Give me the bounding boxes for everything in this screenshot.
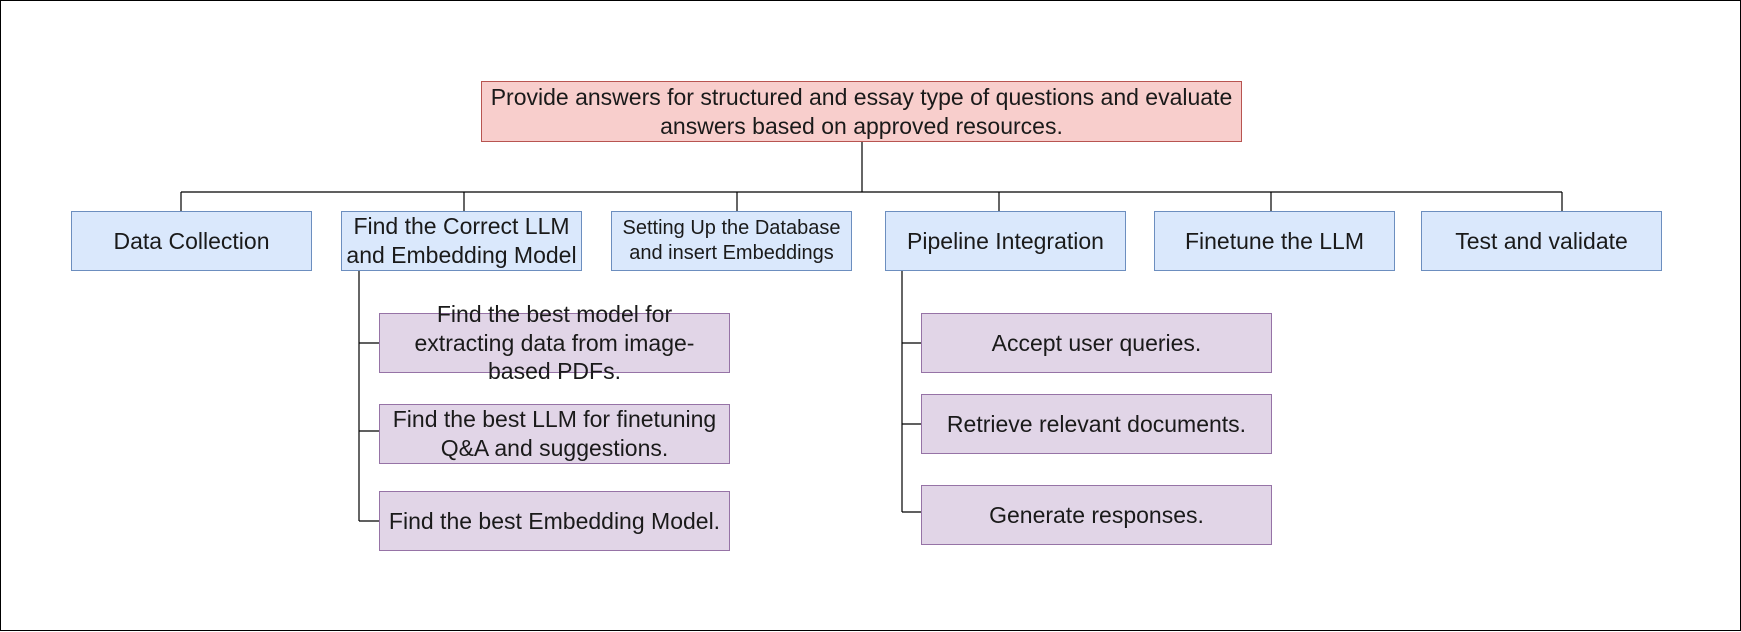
task-test-box: Test and validate [1421,211,1662,271]
model-subtask-label: Find the best LLM for finetuning Q&A and… [392,406,717,461]
task-data-collection-box: Data Collection [71,211,312,271]
pipeline-subtask-box: Accept user queries. [921,313,1272,373]
model-subtask-box: Find the best model for extracting data … [379,301,730,384]
task-pipeline-box: Pipeline Integration [885,211,1126,271]
pipeline-subtask-label: Generate responses. [989,501,1204,528]
pipeline-subtask-box: Generate responses. [921,485,1272,545]
task-database-label: Setting Up the Database and insert Embed… [622,217,841,264]
task-data-collection-label: Data Collection [113,227,270,254]
pipeline-subtask-label: Accept user queries. [991,329,1202,356]
pipeline-subtask-box: Retrieve relevant documents. [921,394,1272,454]
task-finetune-label: Finetune the LLM [1184,227,1364,254]
root-goal-box: Provide answers for structured and essay… [481,81,1242,142]
root-goal-label: Provide answers for structured and essay… [490,83,1233,139]
task-database-box: Setting Up the Database and insert Embed… [611,211,852,271]
task-pipeline-label: Pipeline Integration [907,227,1104,254]
model-subtask-label: Find the best Embedding Model. [388,507,721,534]
task-test-label: Test and validate [1455,227,1628,254]
model-subtask-label: Find the best model for extracting data … [414,300,695,385]
task-find-model-label: Find the Correct LLM and Embedding Model [346,213,577,268]
model-subtask-box: Find the best LLM for finetuning Q&A and… [379,404,730,464]
pipeline-subtask-label: Retrieve relevant documents. [946,410,1247,437]
task-finetune-box: Finetune the LLM [1154,211,1395,271]
model-subtask-box: Find the best Embedding Model. [379,491,730,551]
task-find-model-box: Find the Correct LLM and Embedding Model [341,211,582,271]
